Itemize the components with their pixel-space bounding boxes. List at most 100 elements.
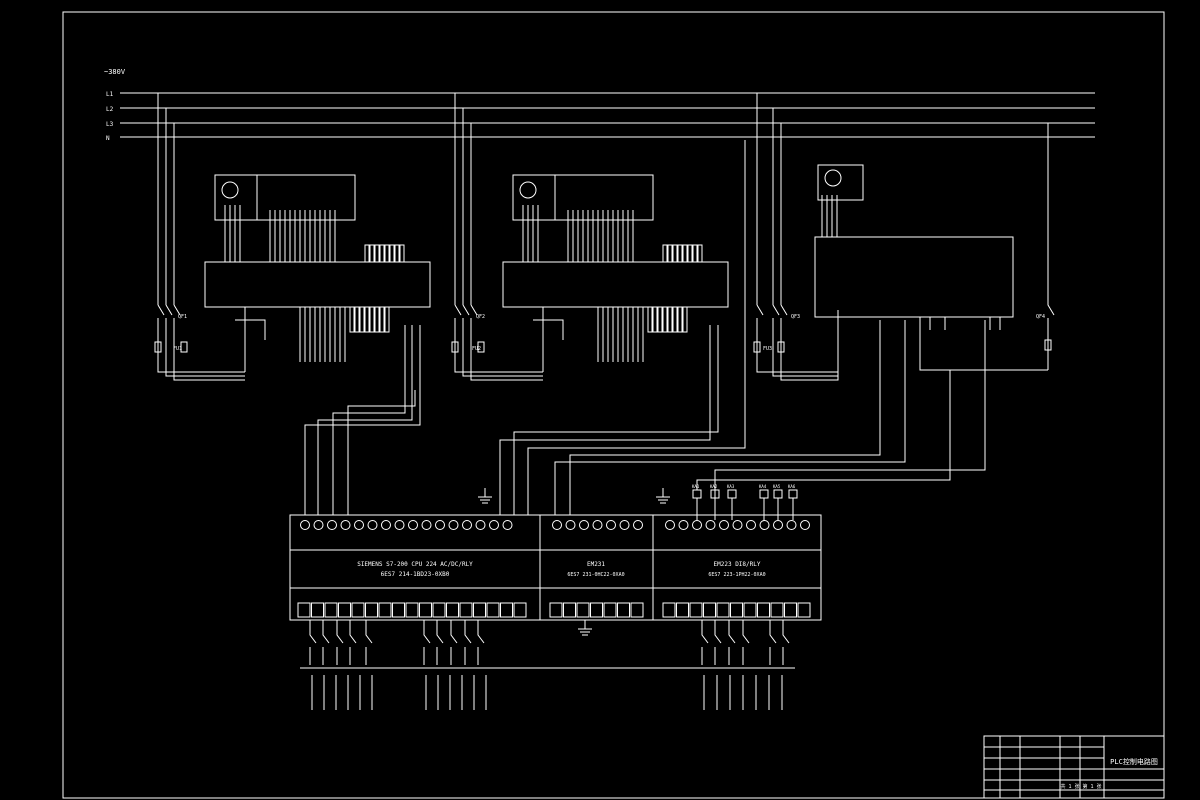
terminal xyxy=(757,602,770,618)
em223-module xyxy=(652,514,822,621)
input-switch xyxy=(769,620,777,665)
terminal xyxy=(473,602,486,618)
terminal xyxy=(773,520,783,530)
terminal xyxy=(446,602,459,618)
terminal xyxy=(662,602,676,618)
terminal xyxy=(759,520,770,530)
terminal xyxy=(770,602,784,618)
terminal xyxy=(500,602,513,618)
terminal xyxy=(432,602,446,618)
em223-module-order: 6ES7 223-1PH22-0XA0 xyxy=(708,572,765,578)
terminal xyxy=(392,602,405,618)
drawing-frame xyxy=(62,11,1165,799)
relay-label: KA1 xyxy=(692,484,700,489)
fuse-label: FU2 xyxy=(472,346,481,352)
bus-line-label: L2 xyxy=(106,106,114,113)
terminal xyxy=(590,602,603,618)
terminal xyxy=(394,520,405,530)
relay-label: KA2 xyxy=(710,484,718,489)
terminal xyxy=(419,602,432,618)
title-block-cell: 第 1 张 xyxy=(1082,783,1101,790)
input-switch xyxy=(436,620,444,665)
terminal xyxy=(800,520,810,530)
terminal xyxy=(462,520,472,530)
breaker-label: QF4 xyxy=(1036,314,1045,320)
fuse-label: FU1 xyxy=(173,346,182,352)
terminal xyxy=(603,602,617,618)
terminal xyxy=(475,520,486,530)
terminal xyxy=(300,520,310,530)
terminal xyxy=(486,602,500,618)
em231-module-name: EM231 xyxy=(587,561,605,568)
input-switch xyxy=(714,620,722,665)
terminal xyxy=(719,520,729,530)
drawing-title: PLC控制电路图 xyxy=(1110,757,1158,766)
relay-label: KA3 xyxy=(727,484,735,489)
input-switch xyxy=(477,620,485,665)
terminal xyxy=(716,602,730,618)
terminal xyxy=(676,602,689,618)
terminal xyxy=(665,520,675,530)
relay-coil xyxy=(692,489,702,499)
terminal xyxy=(367,520,378,530)
terminal xyxy=(365,602,378,618)
cpu-module-name: SIEMENS S7-200 CPU 224 AC/DC/RLY xyxy=(357,561,473,568)
terminal xyxy=(786,520,797,530)
terminal xyxy=(746,520,756,530)
terminal xyxy=(705,520,716,530)
terminal xyxy=(689,602,703,618)
terminal xyxy=(421,520,432,530)
bus-line-label: L1 xyxy=(106,91,114,98)
terminal xyxy=(678,520,689,530)
cpu-module-order: 6ES7 214-1BD23-0XB0 xyxy=(381,571,450,578)
wiring-harness xyxy=(304,140,986,515)
terminal xyxy=(338,602,351,618)
input-switch xyxy=(349,620,357,665)
terminal xyxy=(459,602,473,618)
relay-coil xyxy=(788,489,798,499)
input-switch xyxy=(322,620,330,665)
terminal xyxy=(351,602,365,618)
input-switch xyxy=(464,620,472,665)
terminal xyxy=(797,602,811,618)
terminal xyxy=(489,520,499,530)
terminal xyxy=(730,602,743,618)
terminal xyxy=(448,520,459,530)
input-switch xyxy=(309,620,317,665)
power-bus xyxy=(120,92,1095,138)
input-switch xyxy=(782,620,790,665)
terminal xyxy=(592,520,603,530)
input-switch xyxy=(423,620,431,665)
input-switch xyxy=(336,620,344,665)
breaker-label: QF2 xyxy=(476,314,485,320)
terminal xyxy=(435,520,445,530)
terminal xyxy=(606,520,616,530)
fuse-label: FU3 xyxy=(763,346,772,352)
relay-coil xyxy=(727,489,737,499)
terminal xyxy=(784,602,797,618)
input-switch xyxy=(742,620,750,665)
terminal xyxy=(327,520,337,530)
terminal xyxy=(297,602,311,618)
terminal xyxy=(630,602,644,618)
terminal xyxy=(692,520,702,530)
input-wiring xyxy=(300,620,795,710)
breaker-label: QF3 xyxy=(791,314,800,320)
terminal xyxy=(408,520,418,530)
title-block-cell: 共 1 张 xyxy=(1060,783,1079,790)
terminal xyxy=(340,520,351,530)
terminal xyxy=(743,602,757,618)
terminal xyxy=(633,520,643,530)
terminal xyxy=(378,602,392,618)
terminal xyxy=(502,520,513,530)
plc-rack xyxy=(289,370,951,621)
terminal xyxy=(513,602,527,618)
input-switch xyxy=(365,620,373,665)
terminal xyxy=(549,602,563,618)
supply-voltage-label: ~380V xyxy=(104,68,126,76)
breaker-label: QF1 xyxy=(178,314,187,320)
terminal xyxy=(732,520,743,530)
